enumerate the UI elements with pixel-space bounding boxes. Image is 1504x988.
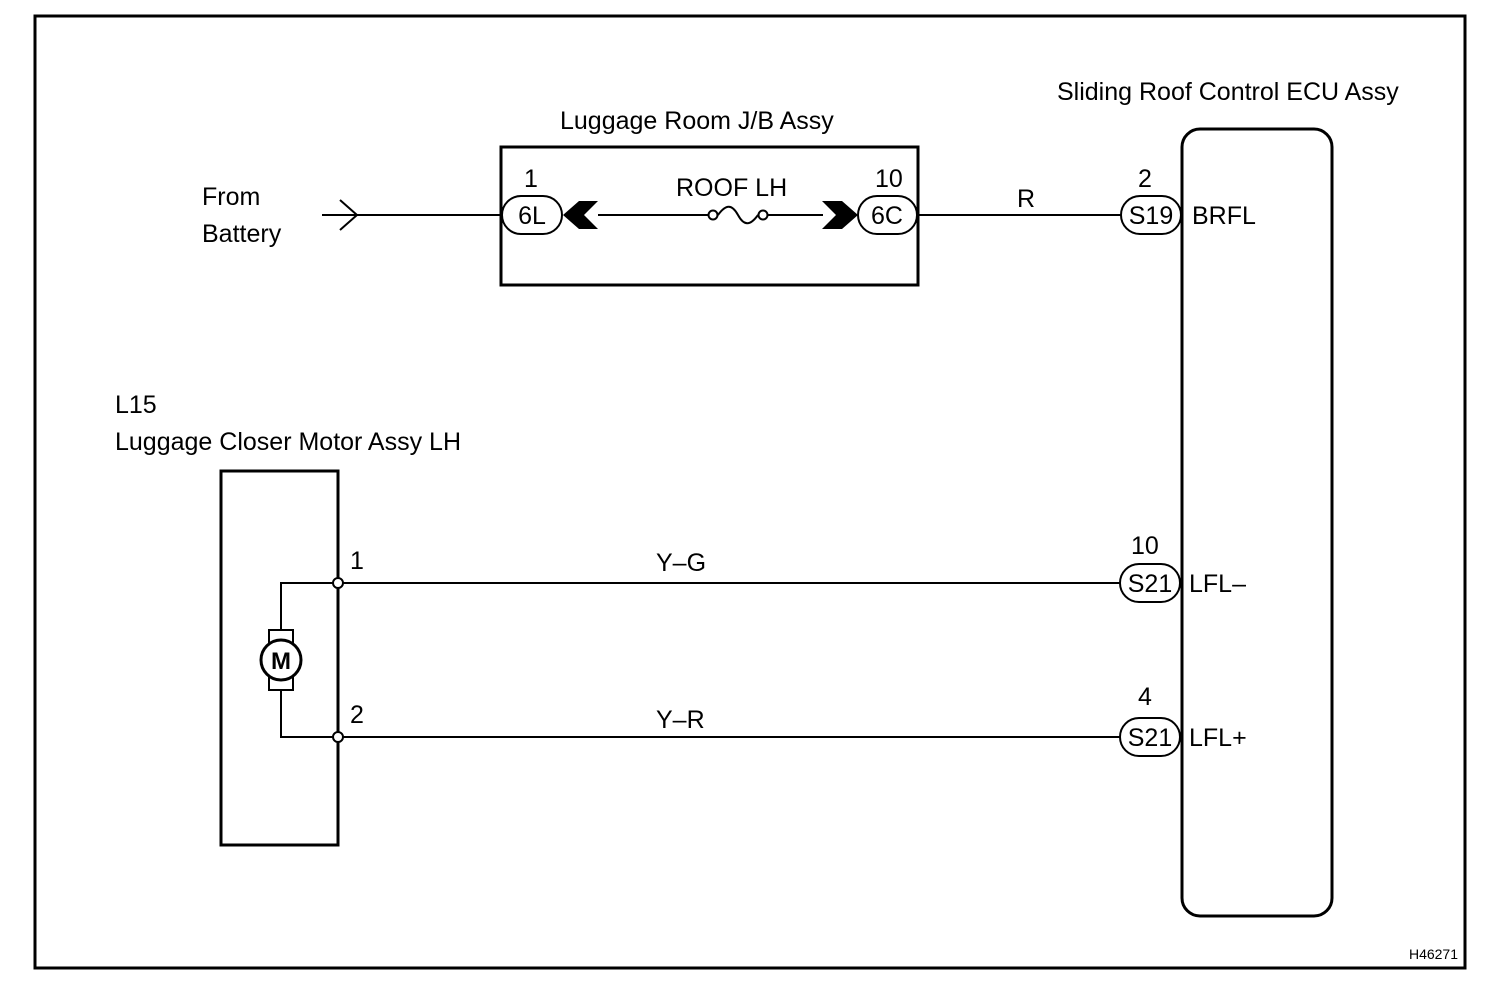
junction-block-title: Luggage Room J/B Assy xyxy=(560,107,834,135)
jb-right-pin: 10 xyxy=(875,165,903,193)
motor-symbol: M xyxy=(271,648,291,675)
jb-left-connector xyxy=(501,195,563,235)
motor-title: Luggage Closer Motor Assy LH xyxy=(115,428,461,456)
fuse-right-end-icon xyxy=(757,209,769,221)
motor-code: L15 xyxy=(115,391,157,419)
ecu-terminal-lfl-plus: LFL+ xyxy=(1189,724,1247,752)
motor-pin-2-terminal-icon xyxy=(332,731,344,743)
motor-internal-wire-top xyxy=(280,582,338,630)
jb-left-terminal-icon xyxy=(563,201,598,229)
motor-pin-2: 2 xyxy=(350,701,364,729)
battery-arrow-icon xyxy=(339,199,359,231)
jb-right-connector xyxy=(857,195,918,235)
motor-icon xyxy=(259,638,303,682)
ecu-box xyxy=(1180,127,1334,918)
diagram-frame xyxy=(33,14,1467,970)
jb-right-terminal-icon xyxy=(822,201,858,229)
fuse-icon xyxy=(717,205,759,225)
ecu-connector-lfl-minus-code: S21 xyxy=(1128,570,1172,598)
motor-pin-1-terminal-icon xyxy=(332,577,344,589)
figure-id: H46271 xyxy=(1409,946,1458,962)
jb-left-connector-code: 6L xyxy=(518,202,546,230)
jb-right-connector-code: 6C xyxy=(871,202,903,230)
ecu-pin-brfl: 2 xyxy=(1138,165,1152,193)
ecu-pin-lfl-plus: 4 xyxy=(1138,683,1152,711)
motor-internal-wire-bottom xyxy=(280,690,338,738)
ecu-connector-brfl-code: S19 xyxy=(1129,202,1173,230)
wire-lfl-minus-color: Y–G xyxy=(656,549,706,577)
power-wire-color: R xyxy=(1017,185,1035,213)
jb-left-pin: 1 xyxy=(524,165,538,193)
motor-pin-1: 1 xyxy=(350,547,364,575)
motor-box xyxy=(219,469,340,847)
wire-lfl-plus-color: Y–R xyxy=(656,706,705,734)
from-battery-line2: Battery xyxy=(202,220,282,248)
fuse-left-end-icon xyxy=(707,209,719,221)
fuse-label: ROOF LH xyxy=(676,174,787,202)
ecu-connector-lfl-plus-code: S21 xyxy=(1128,724,1172,752)
ecu-pin-lfl-minus: 10 xyxy=(1131,532,1159,560)
ecu-connector-brfl xyxy=(1120,195,1182,235)
ecu-terminal-brfl: BRFL xyxy=(1192,202,1256,230)
ecu-title: Sliding Roof Control ECU Assy xyxy=(1057,78,1399,106)
from-battery-line1: From xyxy=(202,183,260,211)
ecu-terminal-lfl-minus: LFL– xyxy=(1189,570,1246,598)
